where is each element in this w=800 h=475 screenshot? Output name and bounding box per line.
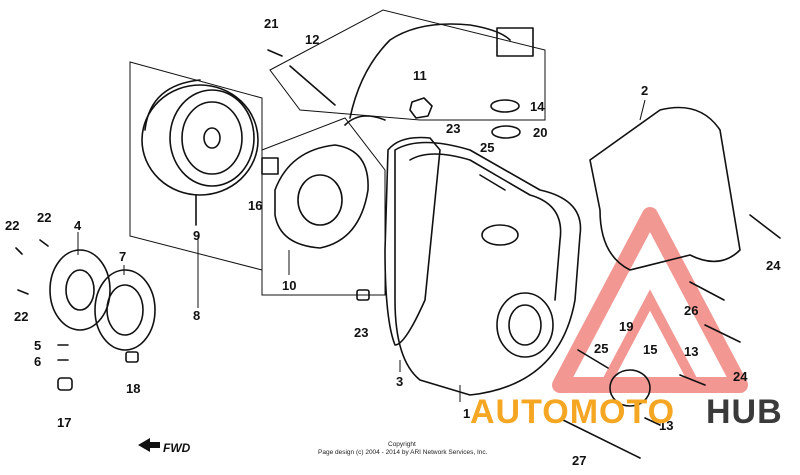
callout-19: 19: [619, 319, 633, 334]
callout-10: 10: [282, 278, 296, 293]
dowel-pin-18: [125, 351, 139, 363]
bolts: [15, 49, 781, 459]
callout-20: 20: [533, 125, 547, 140]
callout-14: 14: [530, 99, 545, 114]
crankcase-cover: [394, 141, 582, 396]
stator-plate: [261, 117, 386, 296]
leader-lines: [77, 99, 646, 402]
forward-direction-arrow: [138, 438, 160, 452]
callout-15: 15: [643, 342, 657, 357]
watermark-text-hub: HUB: [706, 393, 783, 431]
callout-13b: 13: [659, 418, 673, 433]
callout-6: 6: [34, 354, 41, 369]
callout-22a: 22: [5, 218, 19, 233]
callout-16: 16: [248, 198, 262, 213]
callout-26: 26: [684, 303, 698, 318]
callout-7: 7: [119, 249, 126, 264]
cap-15: [609, 369, 651, 407]
dowel-pin-17: [57, 377, 73, 391]
callout-21: 21: [264, 16, 278, 31]
callout-24a: 24: [766, 258, 781, 273]
o-ring-20: [491, 125, 521, 139]
callout-17: 17: [57, 415, 71, 430]
callout-23b: 23: [354, 325, 368, 340]
dowel-pin-23: [356, 289, 370, 301]
callout-labels: 1 2 3 4 5 6 7 8 9 10 11 12 13 13 14 15 1…: [5, 16, 781, 468]
callout-2: 2: [641, 83, 648, 98]
callout-23a: 23: [446, 121, 460, 136]
gasket-7: [94, 269, 156, 351]
callout-4: 4: [74, 218, 82, 233]
callout-9: 9: [193, 228, 200, 243]
sprocket-cover: [589, 106, 741, 271]
callout-1: 1: [463, 406, 470, 421]
callout-12: 12: [305, 32, 319, 47]
callout-13a: 13: [684, 344, 698, 359]
watermark-text: AUTOMOTO HUB: [470, 393, 783, 431]
watermark-text-automoto: AUTOMOTO: [470, 393, 675, 431]
gasket: [384, 136, 441, 346]
forward-label: FWD: [163, 441, 191, 455]
callout-22b: 22: [37, 210, 51, 225]
watermark-logo: [552, 207, 748, 393]
callout-18: 18: [126, 381, 140, 396]
callout-25b: 25: [594, 341, 608, 356]
copyright-line-1: Copyright: [388, 441, 416, 448]
nut-11: [409, 97, 433, 119]
callout-5: 5: [34, 338, 41, 353]
callout-22c: 22: [14, 309, 28, 324]
callout-25a: 25: [480, 140, 494, 155]
rotor-cover-4: [49, 249, 111, 331]
cap-14: [490, 99, 520, 113]
callout-27: 27: [572, 453, 586, 468]
copyright-line-2: Page design (c) 2004 - 2014 by ARI Netwo…: [318, 449, 488, 456]
callout-11: 11: [413, 68, 427, 83]
callout-24b: 24: [733, 369, 748, 384]
callout-8: 8: [193, 308, 200, 323]
wiring-harness: [269, 9, 546, 126]
callout-3: 3: [396, 374, 403, 389]
